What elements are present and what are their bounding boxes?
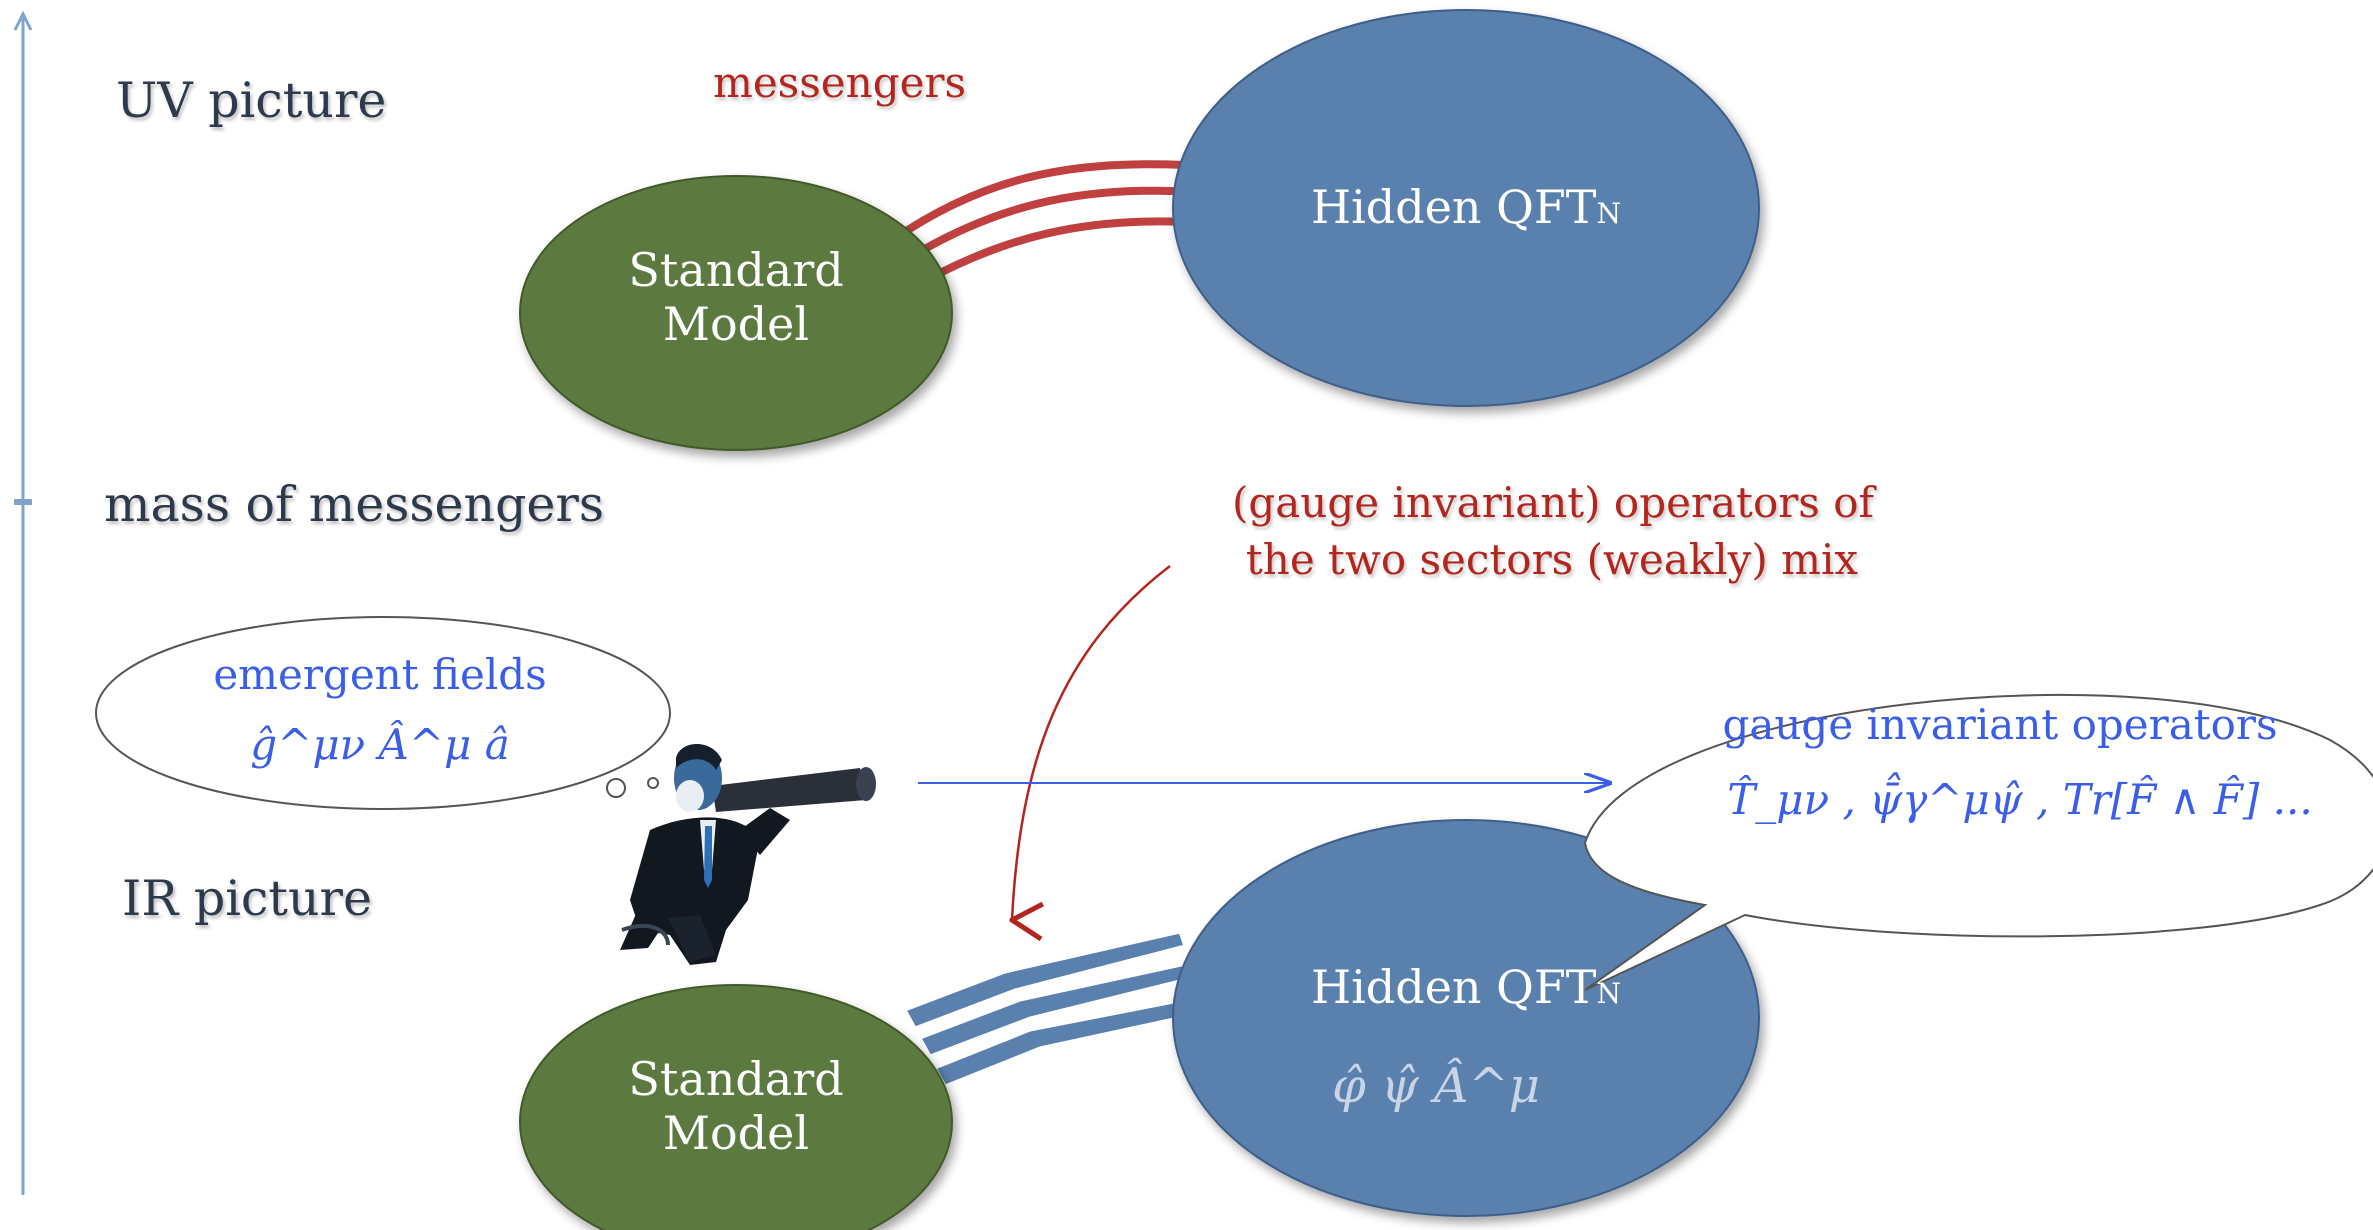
mixing-label-line1: (gauge invariant) operators of: [1232, 478, 1875, 527]
uv-hidden-qft-label: Hidden QFTN: [1266, 180, 1666, 234]
gauge-operators-list: T̂_μν , ψ̄̂γ^μψ̂ , Tr[F̂ ∧ F̂] ...: [1727, 775, 2313, 824]
uv-standard-model-line2: Model: [662, 297, 810, 351]
ir-standard-model-ellipse: [519, 984, 953, 1230]
man-with-telescope-icon: [620, 744, 876, 965]
ir-messenger-bands: [902, 930, 1217, 1088]
ir-standard-model-line1: Standard: [628, 1052, 844, 1106]
gauge-operators-title: gauge invariant operators: [1722, 700, 2278, 749]
thought-bubble-dot-small: [647, 777, 659, 789]
ir-standard-model-label: Standard Model: [596, 1052, 876, 1160]
ir-hidden-qft-label: Hidden QFTN: [1266, 960, 1666, 1014]
emergent-fields-list: ĝ^μν Â^μ â: [250, 720, 510, 769]
mixing-arrow: [1012, 565, 1171, 920]
ir-hidden-fields: φ̂ ψ̂ Â^μ: [1332, 1058, 1540, 1114]
uv-standard-model-ellipse: [519, 175, 953, 451]
ir-hidden-qft-main: Hidden QFT: [1310, 960, 1597, 1014]
thought-bubble-dot-large: [606, 778, 626, 798]
mass-of-messengers-label: mass of messengers: [104, 476, 605, 533]
uv-hidden-qft-subscript: N: [1596, 197, 1622, 230]
uv-picture-label: UV picture: [116, 72, 387, 129]
energy-axis-arrowhead-icon: [13, 10, 33, 31]
ir-hidden-qft-subscript: N: [1596, 977, 1622, 1010]
ir-picture-label: IR picture: [122, 870, 372, 927]
speech-bubble: [1583, 693, 2373, 991]
mixing-label-line2: the two sectors (weakly) mix: [1245, 535, 1859, 584]
messengers-label: messengers: [713, 58, 967, 107]
emergent-fields-title: emergent fields: [213, 650, 547, 699]
uv-hidden-qft-ellipse: [1172, 9, 1760, 407]
uv-standard-model-line1: Standard: [628, 243, 844, 297]
uv-standard-model-label: Standard Model: [596, 243, 876, 351]
uv-hidden-qft-main: Hidden QFT: [1310, 180, 1597, 234]
ir-standard-model-line2: Model: [662, 1106, 810, 1160]
thought-bubble: [95, 616, 671, 810]
ir-hidden-qft-ellipse: [1172, 819, 1760, 1217]
